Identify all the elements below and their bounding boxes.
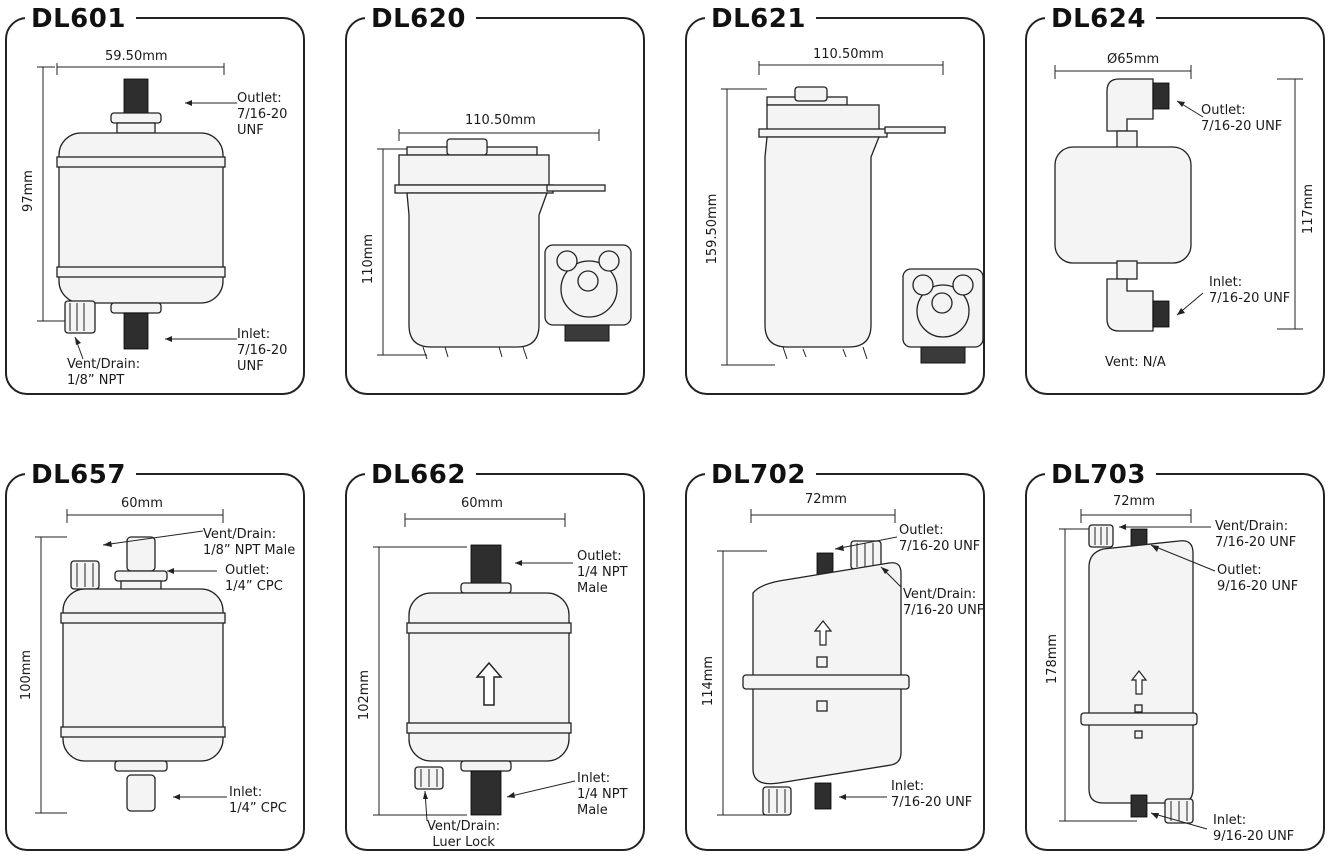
product-title: DL624 [1045,5,1156,33]
dl624-height: 117mm [1301,183,1316,235]
dl620-height: 110mm [361,233,376,285]
dl662-drawing [373,513,576,822]
dl702-inlet: Inlet:7/16-20 UNF [891,779,973,810]
dl624-outlet: Outlet:7/16-20 UNF [1201,103,1283,134]
dl702-width: 72mm [805,492,847,507]
panel-dl702: DL702 72mm 114mm Outlet:7/16-20 UNF Vent… [685,461,985,851]
dl624-inlet: Inlet:7/16-20 UNF [1209,275,1291,306]
dl657-drawing [35,509,227,814]
dl703-vent: Vent/Drain:7/16-20 UNF [1215,519,1297,550]
dl657-height: 100mm [19,649,34,701]
dl662-width: 60mm [461,496,503,511]
dl702-vent: Vent/Drain:7/16-20 UNF [903,587,985,618]
dl703-drawing [1059,509,1216,830]
dl624-drawing [1054,65,1303,332]
panel-dl620: DL620 110.50mm 110mm [345,5,645,395]
dl703-width: 72mm [1113,494,1155,509]
dl662-height: 102mm [357,669,372,721]
product-title: DL703 [1045,461,1156,489]
dl702-drawing [717,509,910,816]
panel-dl624: DL624 Ø65mm 117mm Outlet:7/16-20 UNF Inl… [1025,5,1325,395]
dl624-width: Ø65mm [1107,52,1160,67]
product-title: DL662 [365,461,476,489]
dl621-height: 159.50mm [705,193,720,265]
dl620-width: 110.50mm [465,113,536,128]
dl703-inlet: Inlet:9/16-20 UNF [1213,813,1295,844]
product-title: DL621 [705,5,816,33]
dl601-width: 59.50mm [105,49,168,64]
dl621-drawing [721,61,984,366]
dl620-drawing [377,129,632,360]
dl702-outlet: Outlet:7/16-20 UNF [899,523,981,554]
dl702-height: 114mm [701,655,716,707]
dl624-vent: Vent: N/A [1105,355,1166,370]
product-title: DL657 [25,461,136,489]
dl657-vent: Vent/Drain:1/8” NPT Male [203,527,296,558]
dl601-drawing [37,63,237,360]
product-title: DL620 [365,5,476,33]
panel-dl621: DL621 110.50mm 159.50mm [685,5,985,395]
dl601-vent: Vent/Drain:1/8” NPT [67,357,141,388]
dl703-height: 178mm [1045,633,1060,685]
panel-dl703: DL703 72mm 178mm Vent/Drain:7/16-20 UNF … [1025,461,1325,851]
dl621-width: 110.50mm [813,47,884,62]
dl662-vent: Vent/Drain:Luer Lock [427,819,501,850]
product-title: DL601 [25,5,136,33]
dl601-height: 97mm [21,170,36,212]
dl657-inlet: Inlet:1/4” CPC [229,785,287,816]
dl703-outlet: Outlet:9/16-20 UNF [1217,563,1299,594]
product-title: DL702 [705,461,816,489]
panel-dl657: DL657 60mm 100mm Vent/Drain:1/8” NPT Mal… [5,461,305,851]
dl657-outlet: Outlet:1/4” CPC [225,563,283,594]
dl657-width: 60mm [121,496,163,511]
